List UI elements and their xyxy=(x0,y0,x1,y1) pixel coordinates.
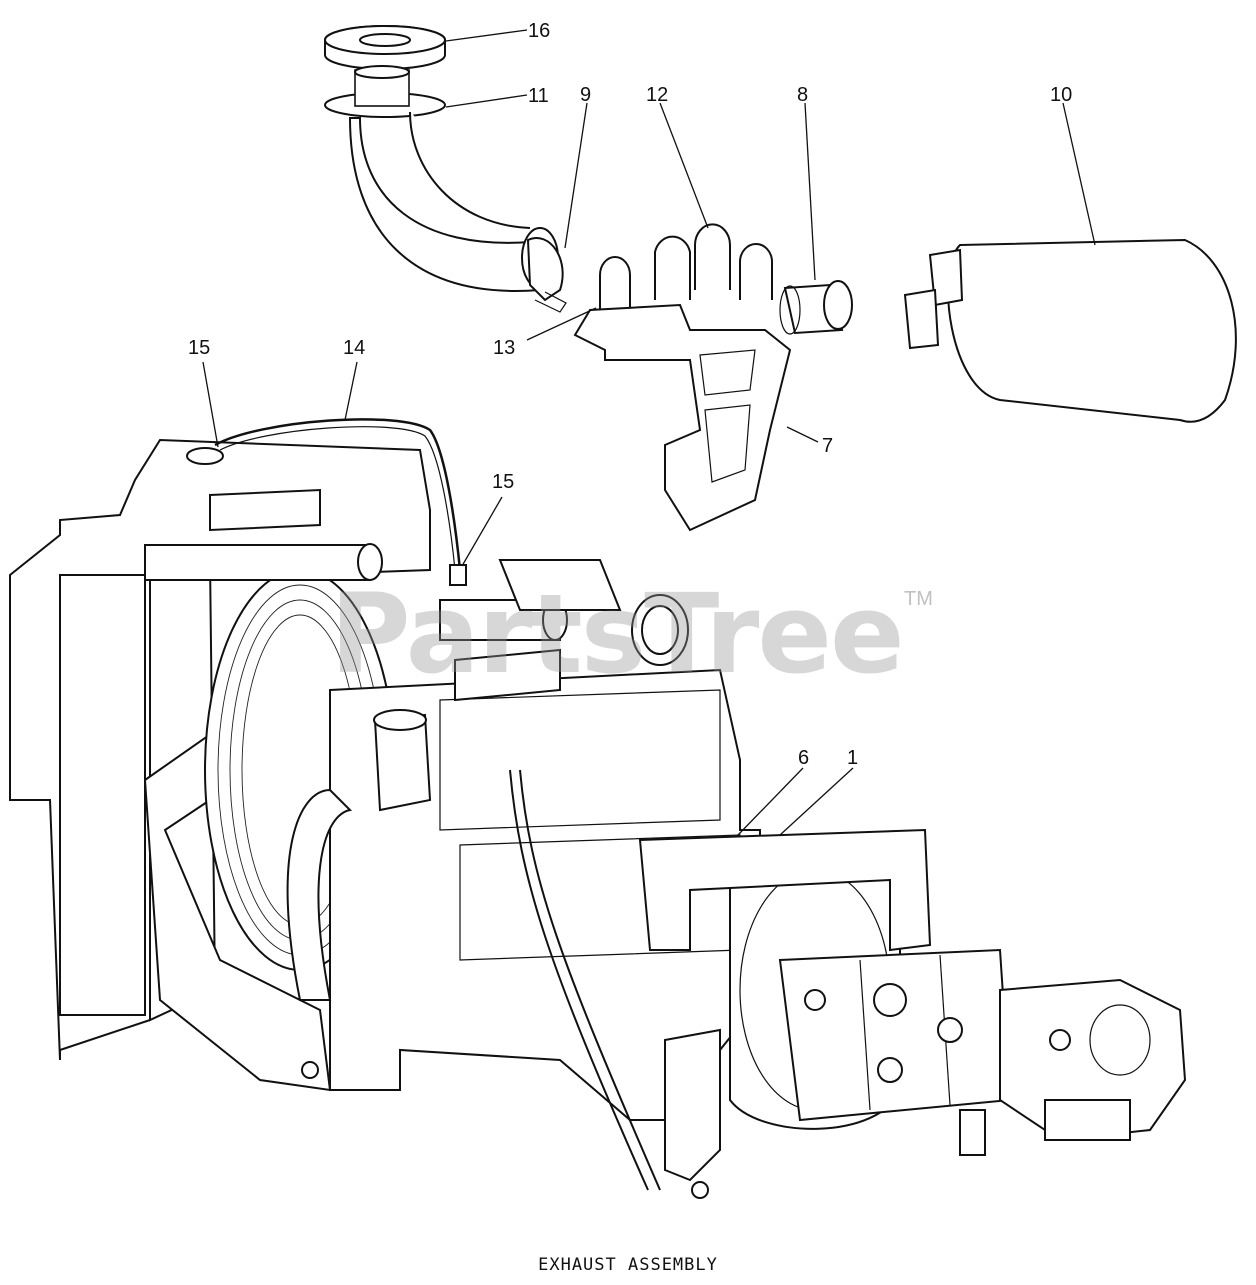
callout-13: 13 xyxy=(493,337,515,359)
callout-14: 14 xyxy=(343,337,365,359)
callout-16: 16 xyxy=(528,20,550,42)
callout-15-mid: 15 xyxy=(492,471,514,493)
callout-labels: 16 11 9 12 8 10 13 7 15 14 15 6 1 xyxy=(188,20,1072,769)
callout-10: 10 xyxy=(1050,84,1072,106)
part-7-mounting-bracket xyxy=(573,303,792,532)
part-10-muffler xyxy=(903,238,1237,423)
callout-8: 8 xyxy=(797,84,808,106)
diagram-caption: EXHAUST ASSEMBLY xyxy=(538,1255,718,1275)
callout-6: 6 xyxy=(798,747,809,769)
callout-9: 9 xyxy=(580,84,591,106)
callout-15-top: 15 xyxy=(188,337,210,359)
part-12-u-bolts xyxy=(599,223,773,310)
callout-12: 12 xyxy=(646,84,668,106)
callout-1: 1 xyxy=(847,747,858,769)
part-16-rain-cap xyxy=(324,25,446,70)
callout-11: 11 xyxy=(528,85,549,107)
callout-7: 7 xyxy=(822,435,833,457)
part-9-clamp xyxy=(526,237,567,313)
part-8-coupling xyxy=(779,280,853,335)
engine-assembly xyxy=(9,418,1187,1199)
leader-lines xyxy=(202,29,1096,836)
part-11-exhaust-elbow xyxy=(324,65,559,292)
watermark-trademark: TM xyxy=(904,588,933,610)
